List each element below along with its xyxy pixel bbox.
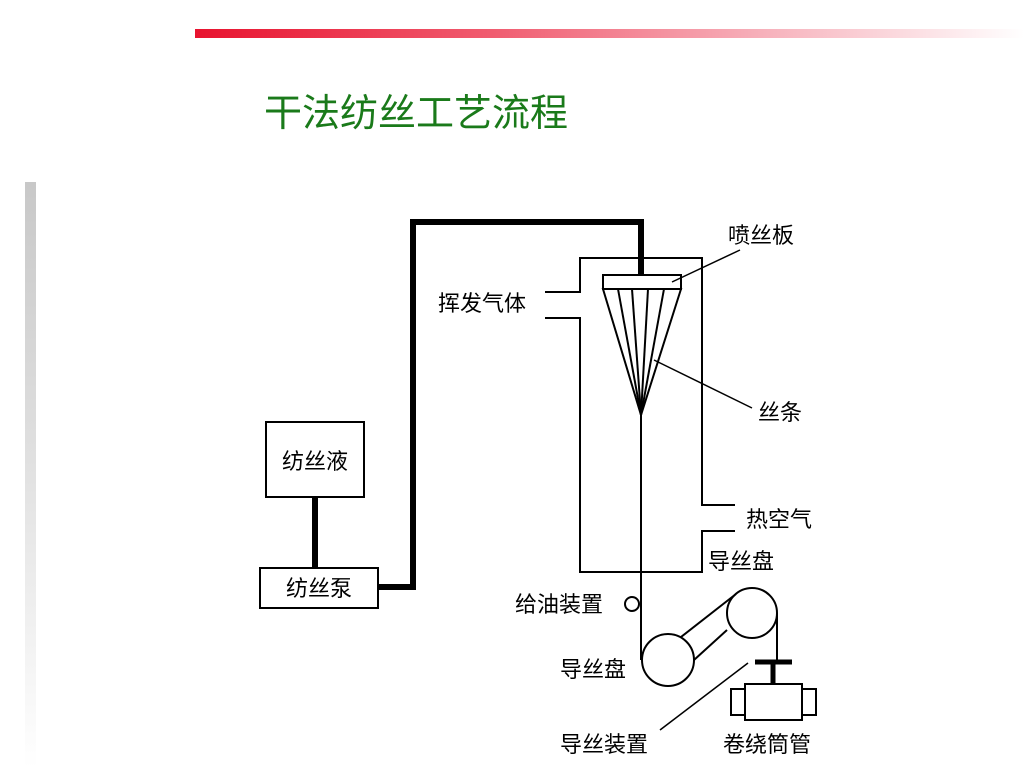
accent-bar bbox=[195, 29, 1024, 38]
column-left-upper-wall bbox=[545, 257, 735, 506]
label-oiling-device: 给油装置 bbox=[515, 593, 603, 618]
label-filament: 丝条 bbox=[758, 401, 802, 426]
oiling-roller bbox=[624, 596, 640, 612]
label-guide-disk-upper: 导丝盘 bbox=[708, 550, 774, 575]
side-accent-bar bbox=[25, 182, 36, 768]
label-spinneret: 喷丝板 bbox=[728, 224, 794, 249]
spinneret-plate bbox=[602, 274, 682, 290]
feed-pipe bbox=[378, 219, 644, 590]
filament-strands bbox=[617, 288, 665, 416]
belt-upper bbox=[680, 593, 737, 638]
bobbin-right-flange bbox=[801, 688, 817, 716]
label-guide-disk-lower: 导丝盘 bbox=[560, 658, 626, 683]
bobbin-body bbox=[744, 683, 803, 721]
leader-guide-device bbox=[659, 662, 749, 731]
label-spinning-pump: 纺丝泵 bbox=[286, 577, 352, 602]
slide-title: 干法纺丝工艺流程 bbox=[264, 91, 569, 135]
label-spinning-solution: 纺丝液 bbox=[282, 450, 348, 475]
label-winding-bobbin: 卷绕筒管 bbox=[723, 733, 811, 758]
guide-roller-lower bbox=[641, 633, 695, 687]
filament-cone bbox=[601, 288, 683, 419]
label-guide-device: 导丝装置 bbox=[560, 733, 648, 758]
label-volatile-gas: 挥发气体 bbox=[438, 292, 526, 317]
bobbin-left-flange bbox=[730, 688, 746, 716]
leader-spinneret bbox=[671, 249, 741, 283]
label-hot-air: 热空气 bbox=[746, 508, 812, 533]
belt-lower bbox=[693, 629, 728, 661]
leader-filament bbox=[653, 359, 753, 409]
